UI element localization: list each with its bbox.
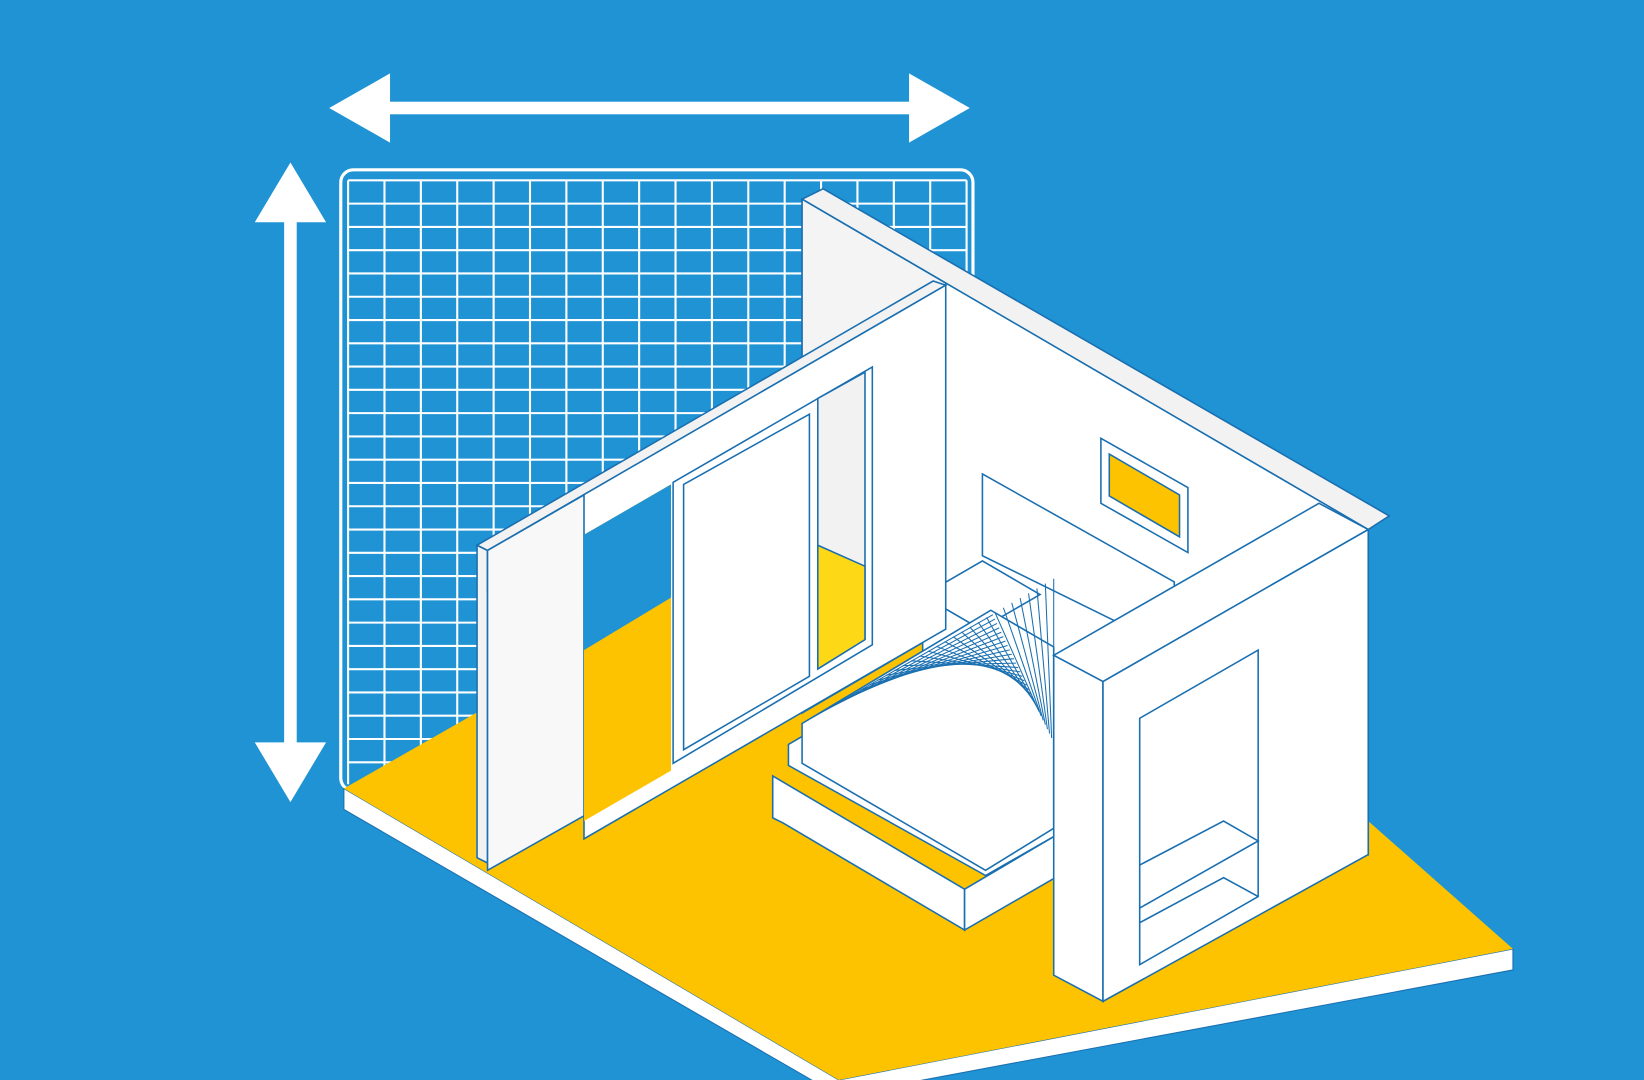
picture-frame [1100,436,1189,554]
bed-stripe [994,612,1040,712]
bed-stripe [1036,588,1051,734]
front-right-wall [1052,502,1370,1003]
bed-stripe [969,626,1034,699]
bed-stripe [1011,602,1044,721]
bed-stripe [801,609,992,724]
bed-stripe [1044,583,1053,738]
bed-stripe [1019,597,1046,725]
bed-stripe [986,617,1038,708]
sliding-door [672,365,874,765]
bed-stripe [1002,607,1042,717]
bed [771,578,1060,932]
double-arrow-vertical-icon [254,162,327,803]
double-arrow-horizontal-icon [329,73,970,143]
bed-stripe [977,621,1036,704]
bed-stripe [1028,593,1048,730]
